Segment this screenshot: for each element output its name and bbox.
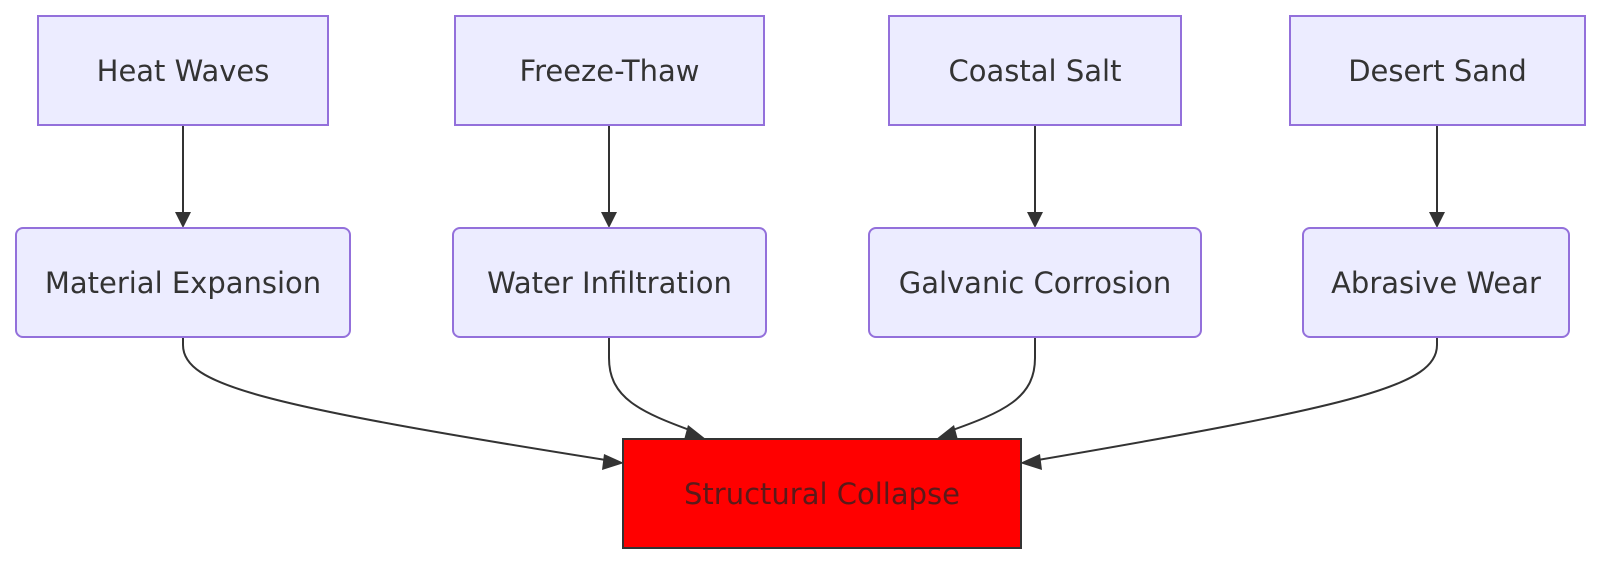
arrowhead-icon — [1027, 212, 1043, 228]
edge-water-infiltration-to-structural-collapse — [608, 338, 696, 433]
node-heat-waves: Heat Waves — [37, 15, 329, 126]
node-label: Heat Waves — [96, 53, 270, 88]
node-label: Galvanic Corrosion — [898, 265, 1172, 300]
node-label: Desert Sand — [1348, 53, 1527, 88]
node-label: Freeze-Thaw — [519, 53, 700, 88]
arrowhead-icon — [1429, 212, 1445, 228]
node-label: Structural Collapse — [684, 476, 960, 511]
edge-galvanic-corrosion-to-structural-collapse — [946, 338, 1036, 433]
arrowhead-icon — [684, 425, 707, 440]
arrowhead-icon — [935, 425, 958, 440]
node-coastal-salt: Coastal Salt — [888, 15, 1182, 126]
node-material-expansion: Material Expansion — [15, 227, 351, 338]
node-structural-collapse: Structural Collapse — [622, 438, 1022, 549]
node-water-infiltration: Water Infiltration — [452, 227, 767, 338]
node-label: Water Infiltration — [487, 265, 732, 300]
arrowhead-icon — [601, 212, 617, 228]
arrowhead-icon — [602, 454, 624, 470]
arrowhead-icon — [1020, 454, 1042, 470]
edge-abrasive-wear-to-structural-collapse — [1031, 338, 1438, 462]
node-galvanic-corrosion: Galvanic Corrosion — [868, 227, 1202, 338]
node-label: Coastal Salt — [948, 53, 1122, 88]
arrowhead-icon — [175, 212, 191, 228]
node-abrasive-wear: Abrasive Wear — [1302, 227, 1570, 338]
node-label: Material Expansion — [44, 265, 322, 300]
node-desert-sand: Desert Sand — [1289, 15, 1586, 126]
node-freeze-thaw: Freeze-Thaw — [454, 15, 765, 126]
node-label: Abrasive Wear — [1331, 265, 1541, 300]
edge-material-expansion-to-structural-collapse — [182, 338, 613, 462]
